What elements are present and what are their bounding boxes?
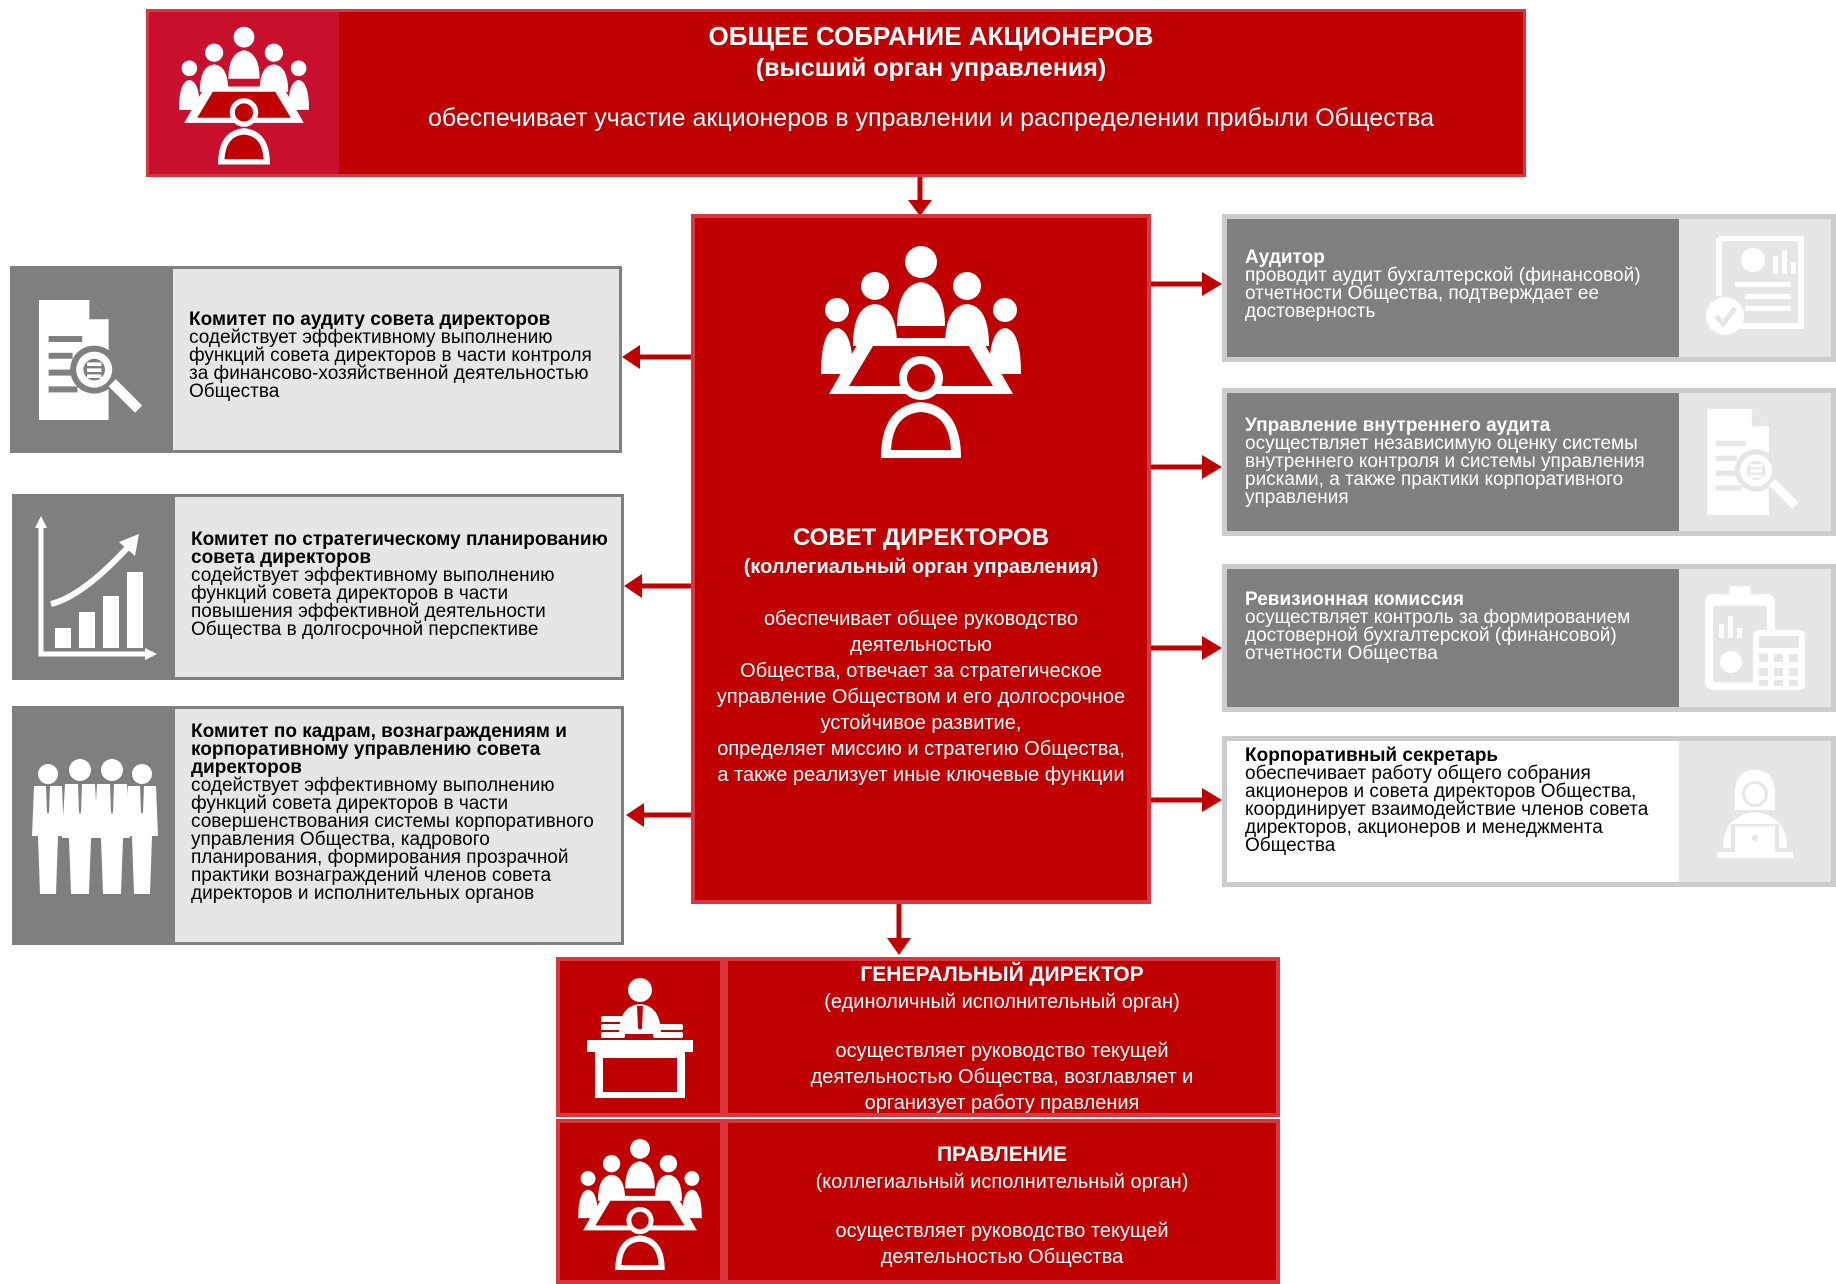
meeting-icon (821, 246, 1021, 458)
committee-hr-text: Комитет по кадрам, вознаграждениям и кор… (175, 709, 621, 942)
board-desc: обеспечивает общее руководство деятельно… (716, 608, 1126, 786)
management-text: ПРАВЛЕНИЕ (коллегиальный исполнительный … (724, 1119, 1280, 1284)
internal-audit-title: Управление внутреннего аудита (1245, 415, 1551, 436)
committee-strategy-box: Комитет по стратегическому планированию … (12, 494, 624, 680)
committee-strategy-desc: содействует эффективному выполнению функ… (191, 565, 555, 640)
ceo-subtitle: (единоличный исполнительный орган) (824, 991, 1180, 1013)
committee-hr-title: Комитет по кадрам, вознаграждениям и кор… (191, 721, 567, 778)
board-subtitle: (коллегиальный орган управления) (743, 556, 1099, 578)
management-title: ПРАВЛЕНИЕ (936, 1143, 1068, 1166)
internal-audit-box: Управление внутреннего аудита осуществля… (1222, 388, 1836, 536)
audit-report-icon (1706, 236, 1804, 335)
board-of-directors-box: СОВЕТ ДИРЕКТОРОВ (коллегиальный орган уп… (691, 214, 1151, 904)
auditor-box: Аудитор проводит аудит бухгалтерской (фи… (1222, 214, 1836, 362)
auditor-title: Аудитор (1245, 247, 1325, 268)
shareholders-meeting-box: ОБЩЕЕ СОБРАНИЕ АКЦИОНЕРОВ (высший орган … (146, 9, 1526, 177)
corporate-secretary-title: Корпоративный секретарь (1245, 745, 1499, 766)
internal-audit-icon-panel (1679, 393, 1831, 531)
document-search-icon (39, 299, 143, 420)
committee-audit-text: Комитет по аудиту совета директоров соде… (173, 269, 619, 450)
committee-hr-box: Комитет по кадрам, вознаграждениям и кор… (12, 706, 624, 945)
shareholders-desc: обеспечивает участие акционеров в управл… (427, 104, 1435, 132)
shareholders-subtitle: (высший орган управления) (755, 54, 1107, 82)
committee-strategy-icon-panel (15, 497, 175, 677)
board-icon-wrap (695, 246, 1147, 458)
management-desc: осуществляет руководство текущей деятель… (835, 1220, 1169, 1268)
internal-audit-text: Управление внутреннего аудита осуществля… (1227, 393, 1679, 531)
committee-hr-icon-panel (15, 709, 175, 942)
shareholders-title: ОБЩЕЕ СОБРАНИЕ АКЦИОНЕРОВ (708, 21, 1154, 51)
auditor-text: Аудитор проводит аудит бухгалтерской (фи… (1227, 219, 1679, 357)
shareholders-icon-panel (149, 12, 339, 174)
meeting-icon (578, 1138, 702, 1270)
committee-audit-desc: содействует эффективному выполнению функ… (189, 327, 592, 402)
committee-strategy-text: Комитет по стратегическому планированию … (175, 497, 621, 677)
corporate-secretary-text: Корпоративный секретарь обеспечивает раб… (1227, 741, 1679, 882)
board-title: СОВЕТ ДИРЕКТОРОВ (792, 524, 1050, 551)
corporate-secretary-box: Корпоративный секретарь обеспечивает раб… (1222, 736, 1836, 887)
committee-audit-title: Комитет по аудиту совета директоров (189, 309, 551, 330)
corporate-secretary-desc: обеспечивает работу общего собрания акци… (1245, 763, 1649, 856)
committee-audit-box: Комитет по аудиту совета директоров соде… (10, 266, 622, 453)
revision-commission-title: Ревизионная комиссия (1245, 589, 1464, 610)
revision-commission-text: Ревизионная комиссия осуществляет контро… (1227, 569, 1679, 707)
growth-chart-icon (35, 516, 157, 660)
ceo-icon-panel (556, 957, 724, 1117)
corporate-secretary-icon-panel (1679, 741, 1831, 882)
meeting-icon (179, 26, 309, 165)
committee-audit-icon-panel (13, 269, 173, 450)
management-subtitle: (коллегиальный исполнительный орган) (815, 1171, 1189, 1193)
committee-strategy-title: Комитет по стратегическому планированию … (191, 529, 608, 568)
revision-commission-box: Ревизионная комиссия осуществляет контро… (1222, 564, 1836, 712)
revision-commission-desc: осуществляет контроль за формированием д… (1245, 607, 1631, 664)
ceo-box: ГЕНЕРАЛЬНЫЙ ДИРЕКТОР (единоличный исполн… (556, 957, 1280, 1117)
director-desk-icon (587, 978, 693, 1098)
ceo-desc: осуществляет руководство текущей деятель… (810, 1040, 1194, 1114)
ceo-title: ГЕНЕРАЛЬНЫЙ ДИРЕКТОР (860, 963, 1144, 986)
ceo-text: ГЕНЕРАЛЬНЫЙ ДИРЕКТОР (единоличный исполн… (724, 957, 1280, 1117)
calculator-clipboard-icon (1705, 586, 1805, 690)
auditor-icon-panel (1679, 219, 1831, 357)
revision-commission-icon-panel (1679, 569, 1831, 707)
people-group-icon (32, 758, 158, 894)
committee-hr-desc: содействует эффективному выполнению функ… (191, 775, 594, 904)
management-icon-panel (556, 1119, 724, 1284)
internal-audit-desc: осуществляет независимую оценку системы … (1245, 433, 1645, 508)
management-board-box: ПРАВЛЕНИЕ (коллегиальный исполнительный … (556, 1119, 1280, 1284)
auditor-desc: проводит аудит бухгалтерской (финансовой… (1245, 265, 1641, 322)
document-search-icon (1707, 409, 1799, 515)
secretary-laptop-icon (1717, 769, 1793, 858)
shareholders-text: ОБЩЕЕ СОБРАНИЕ АКЦИОНЕРОВ (высший орган … (339, 12, 1523, 174)
